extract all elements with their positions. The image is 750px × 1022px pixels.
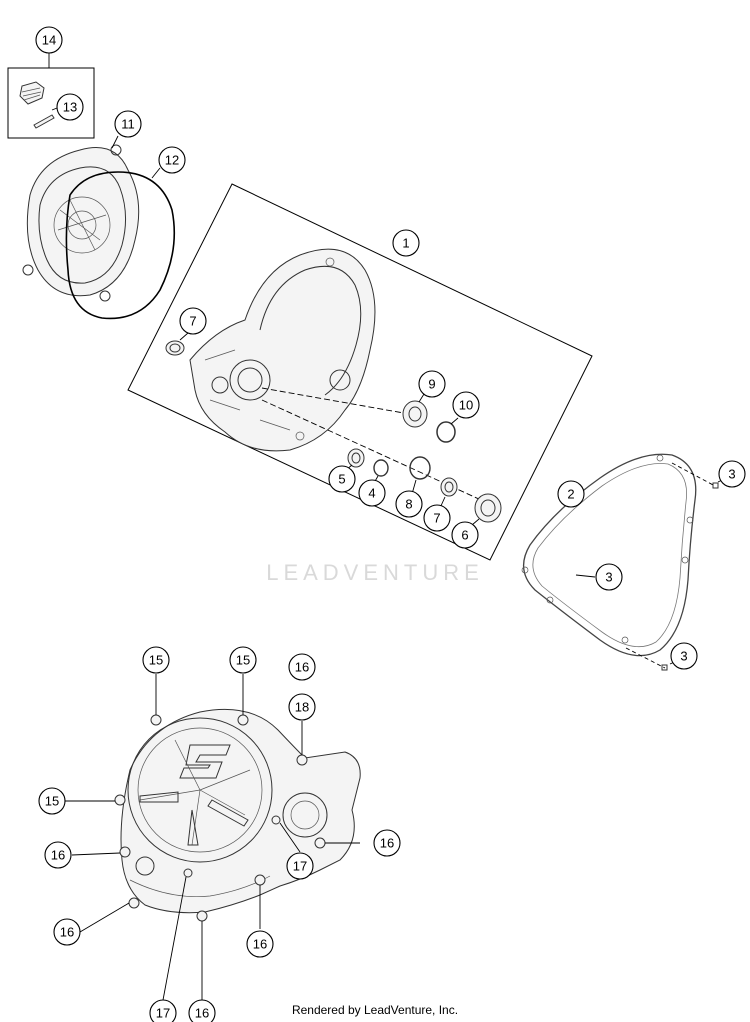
callout-3-bottom: 3	[670, 642, 698, 670]
svg-text:16: 16	[195, 1006, 209, 1021]
svg-text:15: 15	[236, 653, 250, 668]
svg-text:15: 15	[149, 653, 163, 668]
callout-1: 1	[392, 229, 420, 257]
clutch-cover-assembled-view[interactable]	[114, 708, 361, 922]
callout-16-left-lower: 16	[53, 918, 81, 946]
bearing-part[interactable]	[402, 400, 428, 428]
svg-text:16: 16	[60, 925, 74, 940]
svg-text:3: 3	[680, 649, 687, 664]
svg-text:3: 3	[728, 467, 735, 482]
outer-clutch-cover-part[interactable]	[22, 144, 140, 302]
callout-7-upper: 7	[179, 307, 207, 335]
svg-text:11: 11	[121, 117, 135, 132]
callout-17-right: 17	[286, 852, 314, 880]
svg-text:16: 16	[380, 836, 394, 851]
lower-leader-lines	[65, 674, 360, 1001]
inner-clutch-cover-part[interactable]	[189, 248, 376, 452]
svg-text:4: 4	[368, 486, 375, 501]
shaft-seal-part[interactable]	[347, 448, 365, 468]
svg-text:5: 5	[338, 472, 345, 487]
svg-text:3: 3	[605, 570, 612, 585]
svg-text:16: 16	[253, 937, 267, 952]
svg-text:12: 12	[165, 153, 179, 168]
callout-5: 5	[328, 465, 356, 493]
circlip-part[interactable]	[436, 421, 456, 443]
svg-text:16: 16	[295, 660, 309, 675]
svg-text:16: 16	[51, 848, 65, 863]
callout-7-lower: 7	[423, 504, 451, 532]
callout-9: 9	[418, 370, 446, 398]
svg-text:17: 17	[293, 859, 307, 874]
cover-gasket-part[interactable]	[521, 453, 697, 657]
callout-18: 18	[288, 693, 316, 721]
svg-text:7: 7	[433, 511, 440, 526]
svg-text:17: 17	[156, 1006, 170, 1021]
callout-4: 4	[358, 479, 386, 507]
large-ring-part[interactable]	[409, 456, 431, 480]
seal-part-right[interactable]	[440, 477, 458, 497]
oil-plug-part	[19, 81, 45, 105]
needle-bearing-part[interactable]	[474, 493, 502, 523]
svg-text:7: 7	[189, 314, 196, 329]
callout-15-right: 15	[229, 646, 257, 674]
callout-2: 2	[557, 480, 585, 508]
part-14-kit[interactable]	[7, 53, 95, 139]
footer-credit: Rendered by LeadVenture, Inc.	[291, 1003, 459, 1017]
svg-text:1: 1	[402, 236, 409, 251]
callout-16-lower-right: 16	[246, 930, 274, 958]
dowel-pin-part	[575, 462, 719, 671]
svg-text:13: 13	[63, 100, 77, 115]
callout-14: 14	[35, 26, 63, 54]
callout-3-top: 3	[718, 460, 746, 488]
svg-text:15: 15	[45, 794, 59, 809]
callout-16-bottom: 16	[188, 999, 216, 1022]
seal-part[interactable]	[165, 340, 185, 356]
callout-12: 12	[158, 146, 186, 174]
watermark-text: LEADVENTURE	[266, 560, 484, 585]
svg-text:18: 18	[295, 700, 309, 715]
svg-text:10: 10	[459, 398, 473, 413]
svg-text:14: 14	[42, 33, 56, 48]
callout-16-left-upper: 16	[44, 841, 72, 869]
callout-16-top: 16	[288, 653, 316, 681]
svg-text:6: 6	[461, 528, 468, 543]
callout-15-side: 15	[38, 787, 66, 815]
svg-text:9: 9	[428, 377, 435, 392]
callout-8: 8	[395, 490, 423, 518]
snap-ring-part[interactable]	[373, 459, 389, 477]
callout-13: 13	[56, 93, 84, 121]
callout-3-middle: 3	[595, 563, 623, 591]
callout-15-left: 15	[142, 646, 170, 674]
svg-text:2: 2	[567, 487, 574, 502]
pin-part	[33, 114, 55, 129]
callout-16-right: 16	[373, 829, 401, 857]
callout-17-bottom: 17	[149, 999, 177, 1022]
gasket-ring-part[interactable]	[65, 171, 176, 320]
svg-text:8: 8	[405, 497, 412, 512]
callout-11: 11	[114, 110, 142, 138]
callout-6: 6	[451, 521, 479, 549]
callout-10: 10	[452, 391, 480, 419]
